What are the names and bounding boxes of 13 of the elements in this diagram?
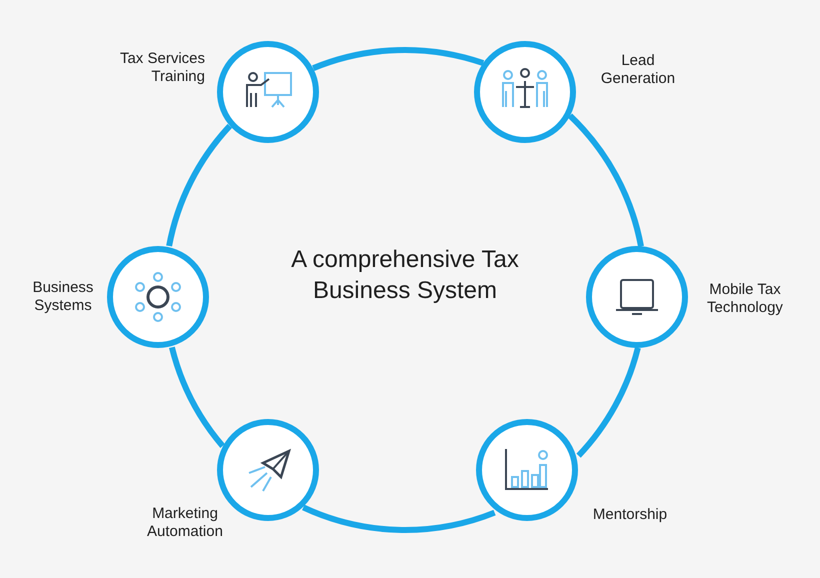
ring-arc [302,504,496,533]
ring-arc [166,124,232,247]
center-title: A comprehensive Tax Business System [290,245,520,306]
node-caption: Marketing Automation [146,505,224,541]
ring-arc [312,47,484,72]
node-caption: Mentorship [592,506,668,524]
node-caption: Business Systems [32,279,94,315]
node-caption: Mobile Tax Technology [706,281,784,317]
node-caption: Lead Generation [600,52,676,88]
ring-arc [568,114,644,248]
ring-arc [576,346,641,458]
node-caption: Tax Services Training [118,50,205,86]
ring-arc [169,346,225,448]
